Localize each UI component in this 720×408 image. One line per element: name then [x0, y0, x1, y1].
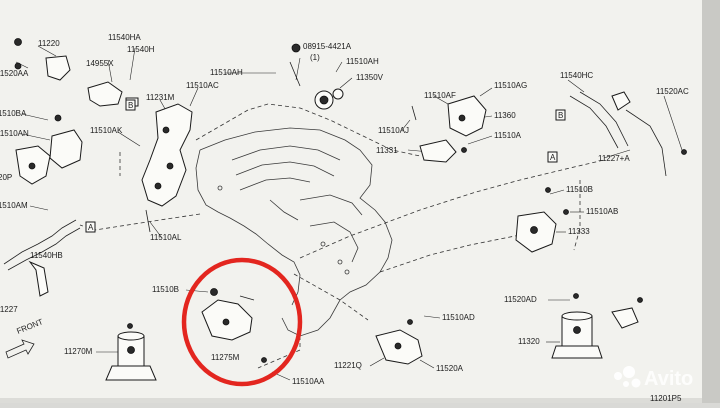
- part-11540hb-rod: [3, 219, 81, 297]
- label-11331: 11331: [376, 146, 398, 155]
- label-11510ba: 11510BA: [0, 109, 27, 118]
- label-14955x: 14955X: [86, 59, 114, 68]
- label-11510b-right: 11510B: [566, 185, 593, 194]
- part-11231m-bracket: [141, 103, 193, 233]
- part-11360-mount: [411, 95, 487, 137]
- svg-text:A: A: [88, 223, 94, 232]
- avito-watermark: Avito: [614, 366, 693, 390]
- label-11520aa: 11520AA: [0, 69, 29, 78]
- leader-lines: [15, 45, 683, 381]
- label-11510al: 11510AL: [150, 233, 182, 242]
- label-11510aa: 11510AA: [292, 377, 325, 386]
- avito-wordmark: Avito: [644, 368, 693, 390]
- label-11227-a: 11227+A: [598, 154, 630, 163]
- label-11333: 11333: [568, 227, 590, 236]
- label-11320: 11320: [518, 337, 540, 346]
- label-11540hb: 11540HB: [30, 251, 63, 260]
- part-11275m-bracket: [201, 288, 267, 363]
- label-11510ac: 11510AC: [186, 81, 219, 90]
- label-11360: 11360: [494, 111, 516, 120]
- part-11221q-bracket: [375, 319, 423, 365]
- label-11510ad: 11510AD: [442, 313, 475, 322]
- avito-logo-dot-3: [623, 381, 629, 387]
- svg-text:B: B: [128, 101, 133, 110]
- part-11510an-mount: [15, 114, 83, 185]
- label-11510ab: 11510AB: [586, 207, 618, 216]
- label-11510an: 11510AN: [0, 129, 29, 138]
- label-11275m: 11275M: [211, 353, 240, 362]
- avito-logo-dot-1: [614, 372, 622, 380]
- part-11540hc-rod: [569, 91, 687, 177]
- callout-a: A A: [85, 151, 558, 233]
- svg-text:B: B: [558, 111, 563, 120]
- callout-b: B B: [125, 99, 566, 121]
- part-11320-mount: [551, 293, 643, 359]
- label-11510ag: 11510AG: [494, 81, 527, 90]
- label-11510ah-left: 11510AH: [210, 68, 243, 77]
- label-11227: 11227: [0, 305, 18, 314]
- label-20p: 20P: [0, 173, 12, 182]
- label-11350v: 11350V: [356, 73, 384, 82]
- label-11231m: 11231M: [146, 93, 175, 102]
- svg-text:A: A: [550, 153, 556, 162]
- label-08915-qty: (1): [310, 53, 320, 62]
- label-11510ah-right: 11510AH: [346, 57, 379, 66]
- highlight-circle: [181, 257, 303, 387]
- label-11510b-center: 11510B: [152, 285, 179, 294]
- label-11270m: 11270M: [64, 347, 93, 356]
- label-11510af: 11510AF: [424, 91, 456, 100]
- part-11331-bracket: [419, 139, 467, 163]
- label-11510am: 11510AM: [0, 201, 28, 210]
- label-11540hc: 11540HC: [560, 71, 593, 80]
- part-11350v-pulley: [289, 43, 344, 110]
- label-11510ak: 11510AK: [90, 126, 123, 135]
- paper-sheet: [0, 0, 712, 398]
- avito-logo-dot-4: [631, 378, 641, 388]
- label-08915-4421a: 08915-4421A: [303, 42, 352, 51]
- label-11510a: 11510A: [494, 131, 522, 140]
- label-11540h: 11540H: [127, 45, 155, 54]
- engine-block-outline: [195, 127, 393, 337]
- label-11520ad: 11520AD: [504, 295, 537, 304]
- part-labels: 11220 11520AA 11540HA 11540H 14955X 0891…: [0, 33, 689, 403]
- label-11520ac: 11520AC: [656, 87, 689, 96]
- label-11220: 11220: [38, 39, 60, 48]
- part-11333-mount: [515, 187, 569, 253]
- label-drawing-code: 11201P5: [650, 394, 682, 403]
- label-11221q: 11221Q: [334, 361, 362, 370]
- part-11220-bracket: [14, 38, 71, 81]
- label-11540ha: 11540HA: [108, 33, 141, 42]
- label-11510aj: 11510AJ: [378, 126, 409, 135]
- label-11520a: 11520A: [436, 364, 464, 373]
- avito-logo-dot-2: [623, 366, 635, 378]
- part-11270m-mount: [105, 323, 157, 381]
